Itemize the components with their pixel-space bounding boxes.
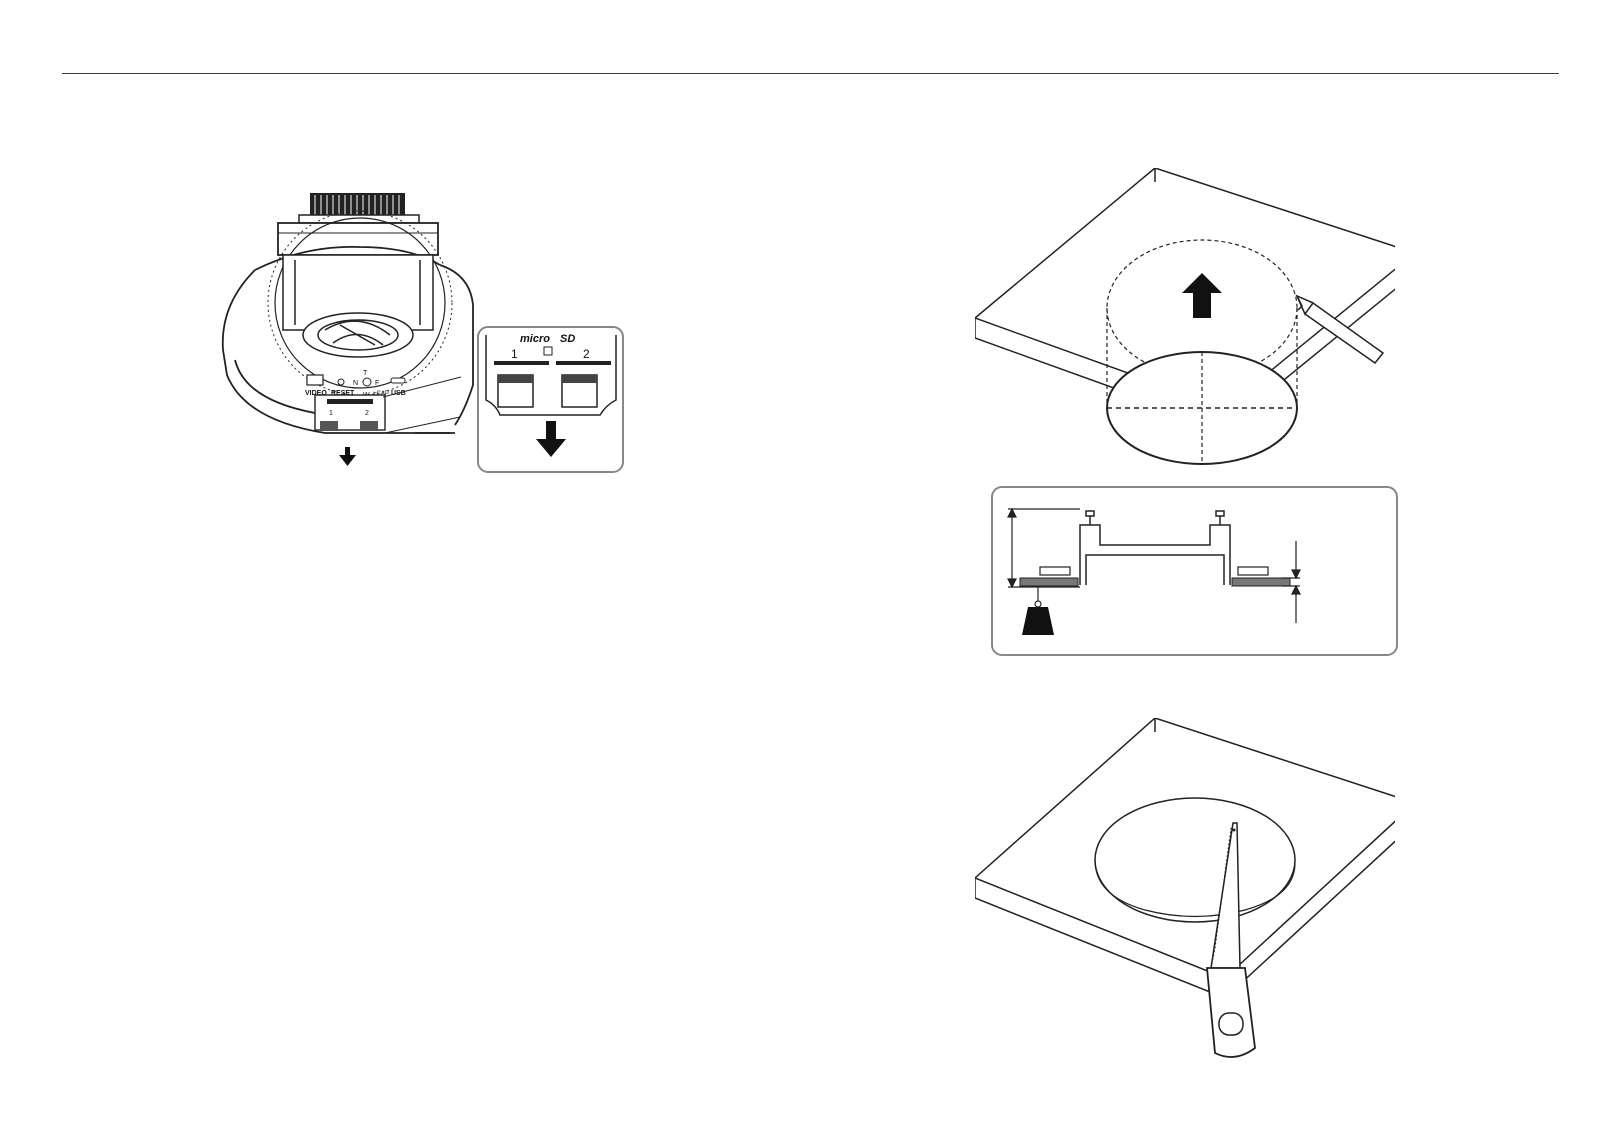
sd-card-slot-1 [498, 375, 533, 407]
reset-button-icon [338, 379, 344, 385]
sd-slot-inset: micro SD 1 2 [476, 325, 626, 475]
board-label-slot-2: 2 [365, 410, 369, 417]
top-rule [62, 73, 1559, 74]
ceiling-marking-figure [975, 168, 1395, 468]
board-label-f: F [375, 380, 379, 387]
board-label-t: T [363, 370, 368, 377]
ceiling-marking-illustration [975, 168, 1395, 468]
ceiling-cross-section-figure [990, 485, 1400, 660]
ceiling-cutting-illustration [975, 718, 1395, 1068]
board-label-slot-1: 1 [329, 410, 333, 417]
camera-lens-top [278, 193, 438, 255]
sd-slot-inset-illustration: micro SD 1 2 [476, 325, 626, 475]
inset-slot-2-label: 2 [583, 347, 590, 361]
cross-section-illustration [990, 485, 1400, 660]
camera-gimbal [283, 255, 433, 357]
inset-brand-micro: micro [520, 333, 550, 345]
ceiling-cutting-figure [975, 718, 1395, 1068]
camera-sd-slot-area: 1 2 [315, 395, 385, 431]
small-down-arrow-icon [339, 447, 356, 466]
usb-port-icon [391, 378, 405, 383]
inset-brand-sd: SD [560, 333, 575, 345]
board-label-n: N [353, 380, 358, 387]
cut-circle [1107, 352, 1297, 464]
sd-card-slot-2 [562, 375, 597, 407]
zoom-focus-joystick-icon [363, 378, 371, 386]
cut-hole [1095, 798, 1295, 922]
inset-leader-line [385, 417, 460, 433]
inset-slot-1-label: 1 [511, 347, 518, 361]
video-port-icon [307, 375, 323, 385]
